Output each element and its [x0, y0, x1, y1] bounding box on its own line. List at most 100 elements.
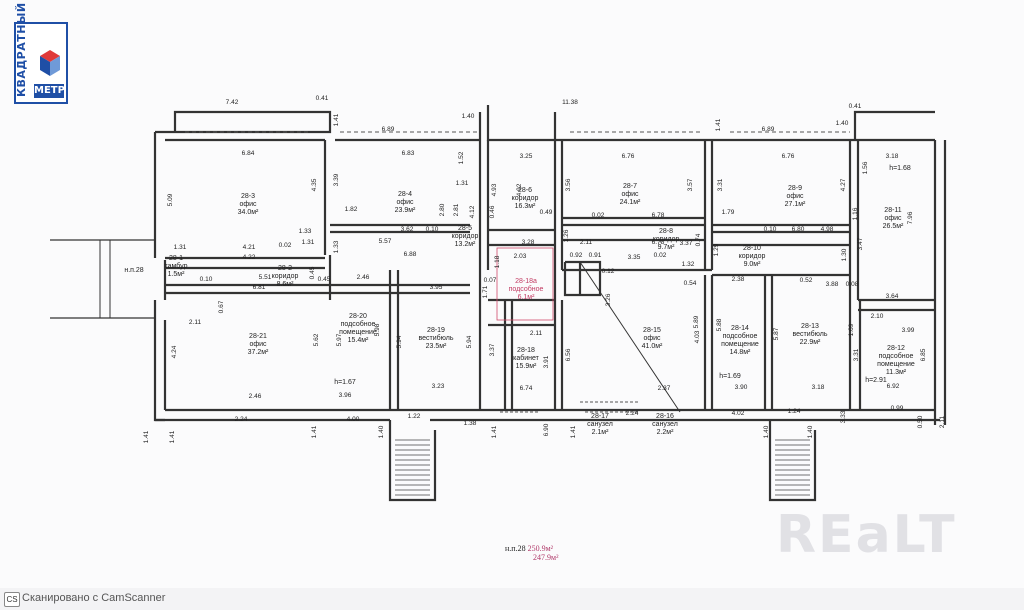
room-area: 27.1м² [785, 201, 806, 208]
dimension-label: 4.02 [732, 410, 745, 417]
dimension-label: 0.91 [589, 252, 602, 259]
dimension-label: 3.31 [853, 348, 860, 361]
room-area: 22.9м² [800, 339, 821, 346]
dimension-label: 2.46 [357, 274, 370, 281]
dimension-label: 1.31 [302, 239, 315, 246]
dimension-label: 7.42 [226, 99, 239, 106]
room-area: 11.3м² [886, 369, 907, 376]
room-id: 28-3 [241, 193, 255, 200]
room-name: офис [396, 199, 414, 206]
dimension-label: 0.45 [309, 266, 316, 279]
room-area: 9.7м² [658, 244, 676, 251]
dimension-label: 0.99 [891, 405, 904, 412]
dimension-label: 0.92 [570, 252, 583, 259]
room-name: подсобное [509, 285, 544, 293]
dimension-label: 1.33 [299, 228, 312, 235]
dimension-label: 1.71 [482, 285, 489, 298]
room-name: коридор [653, 236, 680, 243]
room-name: коридор [452, 233, 479, 240]
dimension-label: 5.09 [167, 193, 174, 206]
dimension-label: 1.32 [682, 261, 695, 268]
dimension-label: 0.52 [800, 277, 813, 284]
dimension-label: 5.98 [374, 323, 381, 336]
area-totals: н.п.28 250.9м² 247.9м² [505, 544, 558, 562]
height-label: h=1.68 [889, 165, 911, 172]
room-name: помещение [877, 361, 915, 368]
dimension-label: 3.25 [520, 153, 533, 160]
room-id: 28-7 [623, 183, 637, 190]
dimension-label: 6.92 [887, 383, 900, 390]
dimension-label: 0.41 [316, 95, 329, 102]
dimension-label: 1.41 [143, 430, 150, 443]
dimension-label: 1.18 [494, 255, 501, 268]
room-id: 28-2 [278, 265, 292, 272]
dimension-label: 5.51 [259, 274, 272, 281]
dimension-label: 3.90 [735, 384, 748, 391]
room-id: 28-20 [349, 313, 367, 320]
diagonal-line [579, 261, 681, 413]
dimension-label: 3.23 [432, 383, 445, 390]
dimension-label: 1.52 [458, 151, 465, 164]
dimension-label: 2.10 [871, 313, 884, 320]
dimension-label: 1.41 [570, 425, 577, 438]
dimension-label: 1.41 [333, 113, 340, 126]
room-area: 15.9м² [516, 363, 537, 370]
dimension-label: 6.78 [652, 239, 665, 246]
dimension-label: 1.31 [174, 244, 187, 251]
dimension-label: 1.41 [491, 425, 498, 438]
dimension-label: 5.94 [396, 335, 403, 348]
dimension-label: 6.81 [253, 284, 266, 291]
dimension-label: 6.56 [565, 348, 572, 361]
room-name: подсобное [341, 320, 376, 328]
dimension-label: 3.96 [339, 392, 352, 399]
dimension-label: 3.18 [812, 384, 825, 391]
room-area: 2.2м² [657, 429, 675, 436]
dimension-label: 1.30 [841, 248, 848, 261]
room-name: вестибюль [793, 330, 828, 338]
wall [853, 110, 935, 140]
room-area: 24.1м² [620, 199, 641, 206]
dimension-label: 4.12 [469, 205, 476, 218]
dimension-label: 1.22 [408, 413, 421, 420]
room-name: помещение [721, 341, 759, 348]
wall [153, 300, 165, 422]
dimension-label: 11.38 [562, 99, 578, 106]
dimension-label: 1.82 [345, 206, 358, 213]
realt-watermark: REaLT [776, 505, 957, 565]
room-id: 28-18 [517, 347, 535, 354]
floor-plan: 28-3офис34.0м²28-4офис23.9м²28-5коридор1… [50, 95, 947, 502]
dimension-label: 2.37 [658, 385, 671, 392]
dimension-label: 3.57 [687, 178, 694, 191]
dimension-label: 0.12 [602, 268, 615, 275]
house-cube-icon [40, 50, 60, 76]
totals-value-1: 250.9м² [527, 544, 554, 553]
dimension-label: 1.40 [763, 425, 770, 438]
dimension-label: 3.37 [680, 240, 693, 247]
height-label: h=1.67 [334, 379, 356, 386]
dimension-label: 4.24 [171, 345, 178, 358]
room-id: 28-11 [884, 207, 901, 214]
dimension-label: 2.38 [732, 276, 745, 283]
room-name: помещение [339, 329, 377, 336]
footer-text: Сканировано с CamScanner [22, 592, 166, 604]
dimension-label: 0.49 [540, 209, 553, 216]
room-name: подсобное [879, 352, 914, 360]
dimension-label: 1.40 [836, 120, 849, 127]
room-name: офис [249, 341, 267, 348]
dimension-label: 0.02 [279, 242, 292, 249]
wall [388, 420, 437, 502]
dimension-label: 4.92 [516, 183, 523, 196]
room-name: коридор [272, 273, 299, 280]
dimension-label: 3.31 [717, 178, 724, 191]
height-label: h=2.91 [865, 377, 887, 384]
dimension-label: 3.33 [840, 410, 847, 423]
dimension-label: 2.46 [249, 393, 262, 400]
dimension-label: 0.10 [426, 226, 439, 233]
dimension-label: 2.03 [514, 253, 527, 260]
dimension-label: 2.11 [530, 330, 543, 337]
room-name: офис [621, 191, 639, 198]
dimension-label: 7.96 [907, 211, 914, 224]
room-id: 28-5 [458, 225, 472, 232]
dimension-label: 6.83 [402, 150, 415, 157]
room-id: 28-12 [887, 345, 905, 352]
